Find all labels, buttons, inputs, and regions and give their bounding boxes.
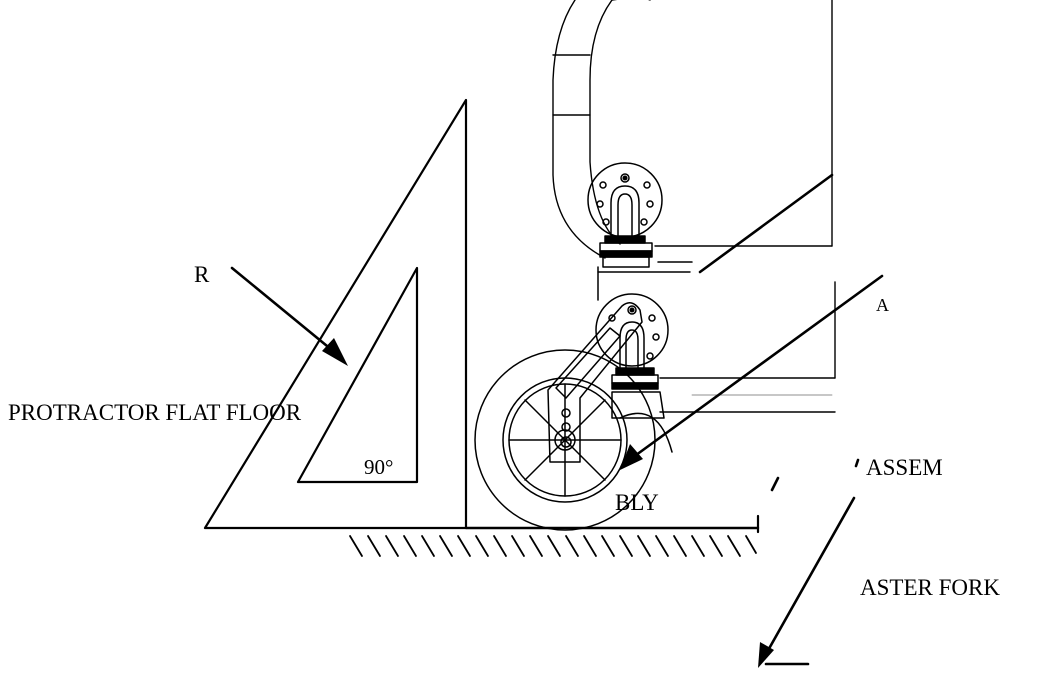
arrowhead-fork xyxy=(758,642,774,668)
caster-fork-arm xyxy=(547,302,643,463)
label-partial-a: A xyxy=(876,295,889,315)
frame-tube xyxy=(552,0,833,259)
label-protractor-flat-floor: PROTRACTOR FLAT FLOOR xyxy=(8,400,302,425)
protractor-triangle xyxy=(203,98,468,530)
label-partial-r: R xyxy=(194,262,210,287)
label-aster-fork: ASTER FORK xyxy=(860,575,1000,600)
arrowhead-wheel xyxy=(620,444,643,470)
label-bly: BLY xyxy=(615,490,659,515)
arrowheads xyxy=(322,338,774,668)
flat-floor xyxy=(349,514,760,557)
label-angle-90: 90° xyxy=(364,455,394,479)
label-assem: ASSEM xyxy=(866,455,943,480)
upper-caster-plate xyxy=(587,162,693,301)
mid-structure xyxy=(597,271,836,413)
arrowhead-protractor xyxy=(322,338,348,366)
lower-caster-plate xyxy=(595,293,669,419)
leader-lines xyxy=(230,173,884,666)
